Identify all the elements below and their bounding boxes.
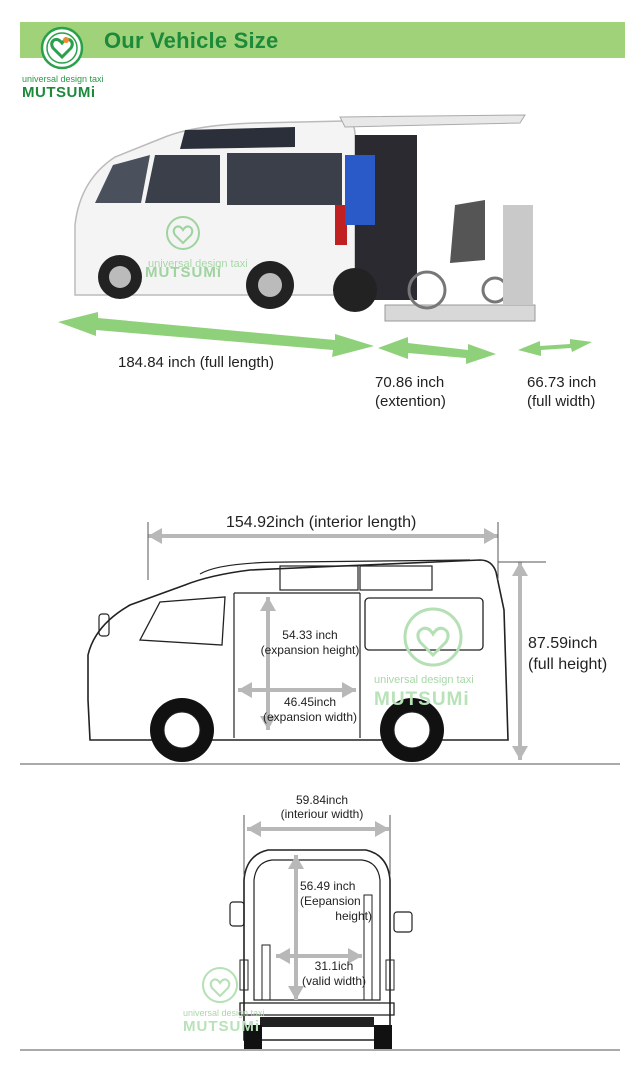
rear-expansion-height-label2: height) bbox=[335, 909, 372, 923]
side-expansion-width-label: (expansion width) bbox=[262, 710, 358, 724]
logo-name: MUTSUMi bbox=[22, 84, 96, 101]
rear-expansion-height-label1: (Eepansion bbox=[300, 894, 361, 908]
side-watermark-name: MUTSUMi bbox=[374, 689, 470, 710]
watermark-name: MUTSUMi bbox=[145, 264, 222, 281]
interior-length-label: 154.92inch (interior length) bbox=[226, 514, 417, 531]
interior-width-value: 59.84inch bbox=[295, 793, 349, 807]
full-length-label: 184.84 inch (full length) bbox=[118, 354, 274, 371]
side-expansion-height-value: 54.33 inch bbox=[282, 628, 338, 642]
side-expansion-width-value: 46.45inch bbox=[283, 695, 337, 709]
rear-watermark-tagline: universal design taxi bbox=[183, 1008, 265, 1018]
logo-tagline: universal design taxi bbox=[22, 74, 104, 84]
full-height-label: (full height) bbox=[528, 656, 608, 673]
interior-width-label: (interiour width) bbox=[280, 807, 364, 821]
extension-label: (extention) bbox=[375, 393, 446, 410]
photo-dimension-arrows bbox=[58, 312, 592, 364]
side-view-drawing bbox=[20, 522, 620, 765]
valid-width-value: 31.1ich bbox=[314, 959, 354, 973]
full-height-value: 87.59inch bbox=[528, 635, 598, 652]
full-width-label: (full width) bbox=[527, 393, 596, 410]
side-expansion-height-label: (expansion height) bbox=[260, 643, 360, 657]
rear-expansion-height-value: 56.49 inch bbox=[300, 879, 356, 893]
title-banner bbox=[20, 22, 625, 58]
van-photo-illustration bbox=[74, 114, 536, 322]
page-title: Our Vehicle Size bbox=[104, 28, 279, 53]
rear-watermark-name: MUTSUMi bbox=[183, 1018, 260, 1035]
heart-logo-icon bbox=[40, 26, 84, 70]
side-watermark-tagline: universal design taxi bbox=[374, 674, 474, 686]
watermark-tagline: universal design taxi bbox=[148, 258, 248, 270]
full-width-value: 66.73 inch bbox=[527, 374, 597, 391]
valid-width-label: (valid width) bbox=[301, 974, 367, 988]
extension-value: 70.86 inch bbox=[375, 374, 445, 391]
